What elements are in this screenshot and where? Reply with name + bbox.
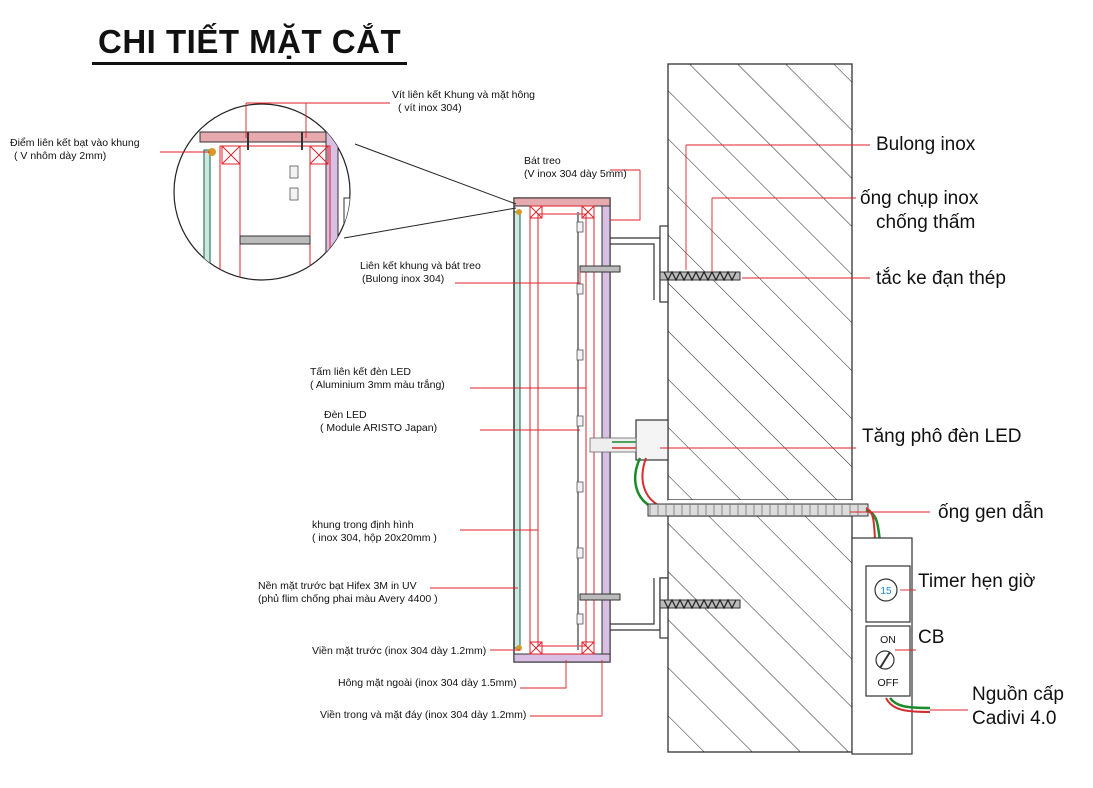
cb-off-label: OFF	[878, 677, 899, 689]
label-nguon-1: Nguồn cấp	[972, 684, 1064, 705]
label-ongchup-2: chống thấm	[876, 212, 975, 233]
label-vien-trong: Viền trong và mặt đáy (inox 304 dày 1.2m…	[320, 709, 526, 721]
label-diem-1: Điểm liên kết bạt vào khung	[10, 137, 140, 149]
label-hong: Hông mặt ngoài (inox 304 dày 1.5mm)	[338, 677, 517, 689]
led-modules	[576, 221, 584, 625]
label-khung-1: khung trong định hình	[312, 519, 414, 531]
label-khung-2: ( inox 304, hộp 20x20mm )	[312, 532, 437, 544]
leader-lines	[160, 102, 968, 717]
label-den-2: ( Module ARISTO Japan)	[320, 422, 437, 434]
label-tam-2: ( Aluminium 3mm màu trắng)	[310, 378, 445, 391]
label-vien-truoc: Viền mặt trước (inox 304 dày 1.2mm)	[312, 645, 486, 657]
label-nen-2: (phủ flim chống phai màu Avery 4400 )	[258, 593, 438, 605]
label-onggen: ống gen dẫn	[938, 501, 1044, 523]
label-bulong: Bulong inox	[876, 134, 976, 155]
label-tacke: tắc ke đạn thép	[876, 267, 1006, 289]
label-nguon-2: Cadivi 4.0	[972, 708, 1057, 729]
label-ongchup-1: ống chụp inox	[860, 188, 979, 209]
label-vit-2: ( vít inox 304)	[398, 102, 462, 114]
label-lkkhung-2: (Bulong inox 304)	[362, 273, 444, 285]
wall	[667, 63, 853, 753]
label-diem-2: ( V nhôm dày 2mm)	[14, 150, 106, 162]
detail-callout	[173, 103, 517, 281]
label-lkkhung-1: Liên kết khung và bát treo	[360, 260, 481, 272]
label-den-1: Đèn LED	[324, 409, 367, 421]
label-timer: Timer hẹn giờ	[918, 571, 1035, 592]
label-bat-2: (V inox 304 dày 5mm)	[524, 168, 627, 180]
timer-display: 15	[880, 586, 892, 597]
label-vit-1: Vít liên kết Khung và mặt hông	[392, 89, 535, 101]
electrical-panel	[851, 537, 931, 755]
label-nen-1: Nền mặt trước bạt Hifex 3M in UV	[258, 580, 417, 592]
label-cb: CB	[918, 627, 944, 648]
cb-on-label: ON	[880, 634, 896, 646]
label-tam-1: Tấm liên kết đèn LED	[310, 366, 411, 378]
page-title: CHI TIẾT MẶT CẮT	[92, 22, 408, 65]
label-bat-1: Bát treo	[524, 155, 561, 167]
label-tangpho: Tăng phô đèn LED	[862, 426, 1022, 447]
